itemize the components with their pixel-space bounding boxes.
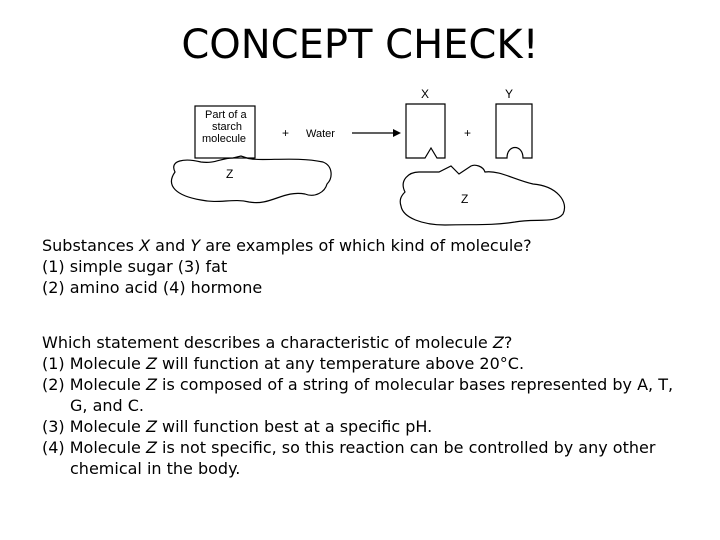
label-z-right: Z: [461, 192, 468, 206]
water-label: Water: [306, 128, 335, 140]
question-2: Which statement describes a characterist…: [42, 332, 692, 479]
enzyme-diagram-svg: Part of a starch molecule Z + Water X + …: [170, 87, 566, 226]
enzyme-diagram: Part of a starch molecule Z + Water X + …: [155, 82, 575, 232]
question-2-option-3: (3) Molecule Z will function best at a s…: [42, 417, 433, 436]
question-1-options-row-2: (2) amino acid (4) hormone: [42, 278, 263, 297]
molecule-x: [405, 103, 446, 159]
label-z-left: Z: [226, 167, 233, 181]
starch-label-line2: starch: [212, 121, 242, 133]
arrow-head: [393, 129, 401, 137]
page-title: CONCEPT CHECK!: [181, 22, 539, 68]
starch-label-line1: Part of a: [205, 109, 247, 121]
question-2-option-4: (4) Molecule Z is not specific, so this …: [42, 438, 656, 478]
starch-box: [194, 105, 256, 159]
label-x: X: [421, 87, 429, 101]
starch-label-line3: molecule: [202, 133, 246, 145]
question-2-stem: Which statement describes a characterist…: [42, 333, 513, 352]
enzyme-z-left: [170, 155, 332, 204]
question-2-option-2: (2) Molecule Z is composed of a string o…: [42, 375, 674, 415]
question-1-stem: Substances X and Y are examples of which…: [42, 236, 532, 255]
question-2-option-1: (1) Molecule Z will function at any temp…: [42, 354, 525, 373]
question-1: Substances X and Y are examples of which…: [42, 235, 682, 298]
label-y: Y: [505, 87, 513, 101]
question-1-options-row-1: (1) simple sugar (3) fat: [42, 257, 228, 276]
enzyme-z-right: [399, 164, 566, 226]
molecule-y: [495, 103, 533, 159]
plus-sign-2: +: [464, 126, 471, 140]
plus-sign-1: +: [282, 126, 289, 140]
